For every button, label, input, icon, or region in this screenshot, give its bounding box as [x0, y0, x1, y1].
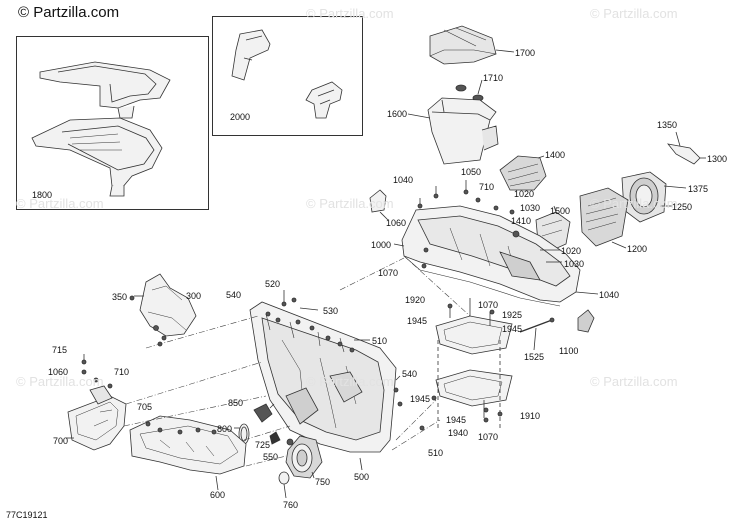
part-1600-storage-bin — [407, 97, 499, 165]
callout-1500: 1500 — [550, 206, 571, 216]
part-1000-console-tray — [393, 205, 599, 307]
callout-1925: 1925 — [502, 310, 523, 320]
callout-550: 550 — [263, 452, 279, 462]
callout-1020: 1020 — [514, 189, 535, 199]
part-1525-1100-rod — [519, 309, 595, 351]
callout-1410: 1410 — [511, 216, 532, 226]
callout-1800: 1800 — [32, 190, 53, 200]
part-500-main-body — [249, 301, 397, 471]
callout-510: 510 — [372, 336, 388, 346]
callout-1250: 1250 — [672, 202, 693, 212]
callout-540: 540 — [402, 369, 418, 379]
callout-1350: 1350 — [657, 120, 678, 130]
inset-box-1800 — [16, 36, 209, 210]
callout-1920: 1920 — [405, 295, 426, 305]
part-600-lower-panel — [129, 415, 247, 491]
callout-1400: 1400 — [545, 150, 566, 160]
callout-705: 705 — [137, 402, 153, 412]
callout-700: 700 — [53, 436, 69, 446]
watermark: © Partzilla.com — [306, 374, 394, 389]
callout-1300: 1300 — [707, 154, 728, 164]
callout-1000: 1000 — [371, 240, 392, 250]
part-1350-1300-clamp — [667, 131, 706, 165]
inset-box-2000 — [212, 16, 363, 136]
part-1060-bracket — [369, 189, 389, 221]
callout-760: 760 — [283, 500, 299, 510]
callout-710: 710 — [114, 367, 130, 377]
fasteners-500 — [265, 290, 425, 431]
watermark: © Partzilla.com — [306, 196, 394, 211]
part-300-bracket — [129, 273, 197, 347]
part-1710-grommets — [455, 79, 484, 102]
callout-540: 540 — [226, 290, 242, 300]
callout-600: 600 — [210, 490, 226, 500]
watermark: © Partzilla.com — [16, 374, 104, 389]
callout-1945: 1945 — [502, 324, 523, 334]
watermark: © Partzilla.com — [16, 196, 104, 211]
part-1400-vent-cover — [499, 155, 547, 191]
callout-1375: 1375 — [688, 184, 709, 194]
callout-1945: 1945 — [407, 316, 428, 326]
callout-2000: 2000 — [230, 112, 251, 122]
callout-1070: 1070 — [378, 268, 399, 278]
diagram-reference-code: 77C19121 — [6, 510, 48, 520]
assembly-guide-lines — [123, 255, 471, 467]
callout-1040: 1040 — [599, 290, 620, 300]
callout-850: 850 — [228, 398, 244, 408]
callout-1100: 1100 — [559, 346, 579, 356]
callout-530: 530 — [323, 306, 339, 316]
partzilla-logo: © Partzilla.com — [18, 4, 120, 21]
part-2000-brackets — [231, 29, 343, 119]
callout-1040: 1040 — [393, 175, 414, 185]
callout-800: 800 — [217, 424, 233, 434]
part-1900-lower-trays — [431, 298, 513, 430]
callout-750: 750 — [315, 477, 331, 487]
callout-350: 350 — [112, 292, 128, 302]
callout-1200: 1200 — [627, 244, 648, 254]
watermark: © Partzilla.com — [590, 6, 678, 21]
part-1800-rack-frames — [31, 61, 171, 197]
callout-510: 510 — [428, 448, 444, 458]
callout-300: 300 — [186, 291, 202, 301]
callout-710: 710 — [479, 182, 495, 192]
watermark: © Partzilla.com — [590, 196, 678, 211]
callout-725: 725 — [255, 440, 271, 450]
callout-1945: 1945 — [446, 415, 467, 425]
callout-1700: 1700 — [515, 48, 536, 58]
callout-1030: 1030 — [564, 259, 585, 269]
callout-1940: 1940 — [448, 428, 469, 438]
part-1200-filter — [579, 187, 629, 249]
fasteners-1000 — [417, 180, 520, 269]
callout-1910: 1910 — [520, 411, 541, 421]
part-1250-intake — [621, 171, 687, 223]
callout-1070: 1070 — [478, 432, 499, 442]
callout-1030: 1030 — [520, 203, 541, 213]
callout-1945: 1945 — [410, 394, 431, 404]
callout-1050: 1050 — [461, 167, 482, 177]
watermark: © Partzilla.com — [590, 374, 678, 389]
callout-715: 715 — [52, 345, 68, 355]
callout-1060: 1060 — [386, 218, 407, 228]
callout-520: 520 — [265, 279, 281, 289]
callout-1020: 1020 — [561, 246, 582, 256]
watermark: © Partzilla.com — [306, 6, 394, 21]
callout-1060: 1060 — [48, 367, 69, 377]
part-700-lower-panel — [66, 354, 127, 451]
callout-1600: 1600 — [387, 109, 408, 119]
callout-1525: 1525 — [524, 352, 545, 362]
part-850-750-speaker — [234, 403, 323, 499]
callout-1070: 1070 — [478, 300, 499, 310]
part-1700-top-cover — [429, 25, 515, 65]
callout-1710: 1710 — [483, 73, 504, 83]
callout-500: 500 — [354, 472, 370, 482]
